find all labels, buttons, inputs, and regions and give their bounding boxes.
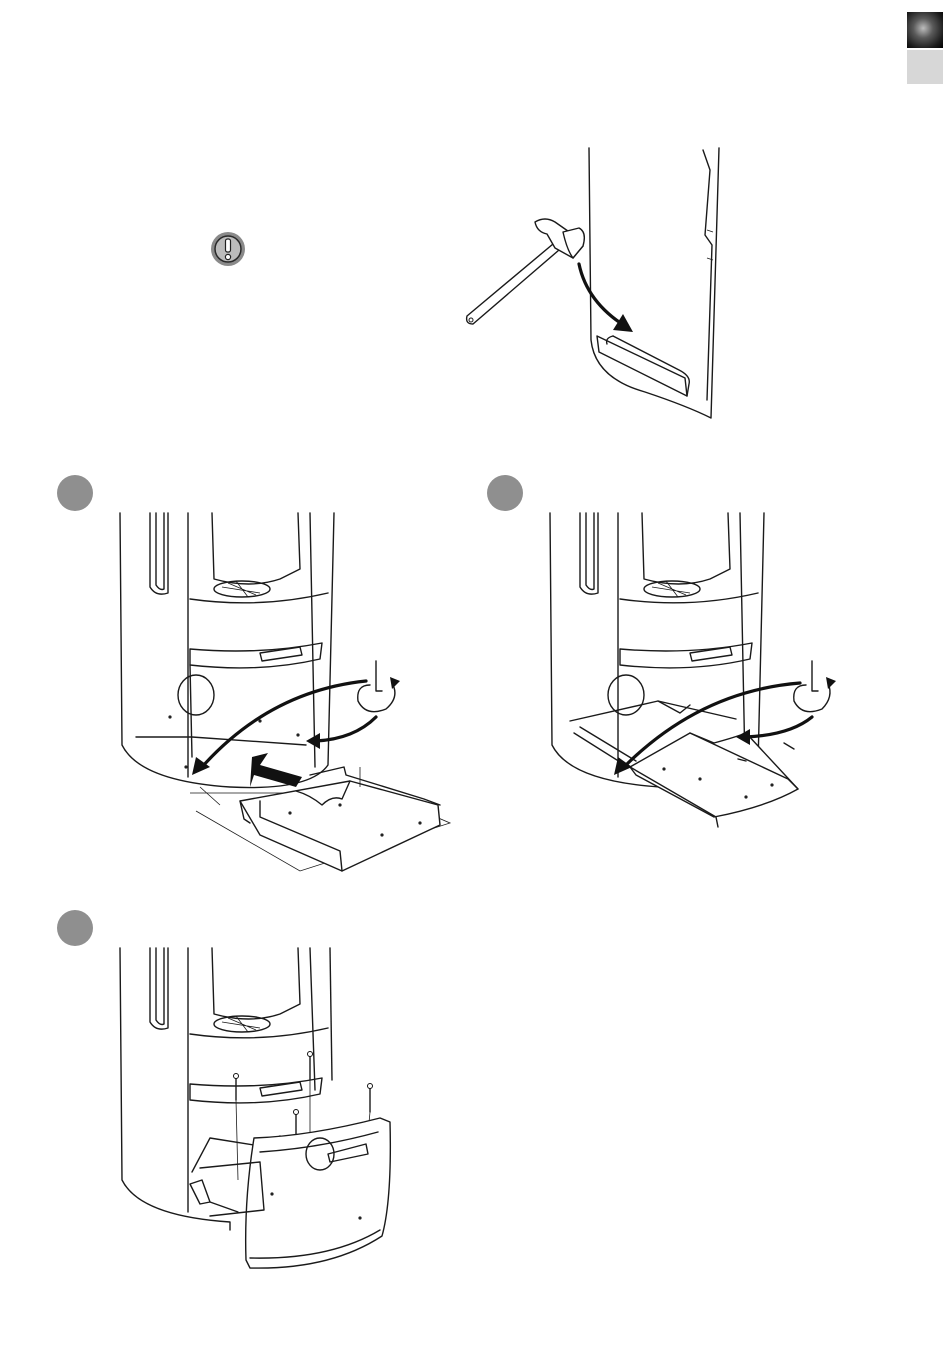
allen-key-rotate-icon [358,661,400,712]
step-3-badge [57,910,93,946]
section-tab-light[interactable] [907,50,943,84]
figure-step-2 [540,505,840,835]
section-tab-dark[interactable] [907,12,943,48]
figure-step-3 [110,940,410,1285]
step-1-badge [57,475,93,511]
figure-knock-out-panel [455,140,735,430]
allen-key-rotate-icon [794,661,836,712]
exclamation-circle-icon [210,231,246,267]
step-2-badge [487,475,523,511]
figure-step-1 [110,505,470,885]
